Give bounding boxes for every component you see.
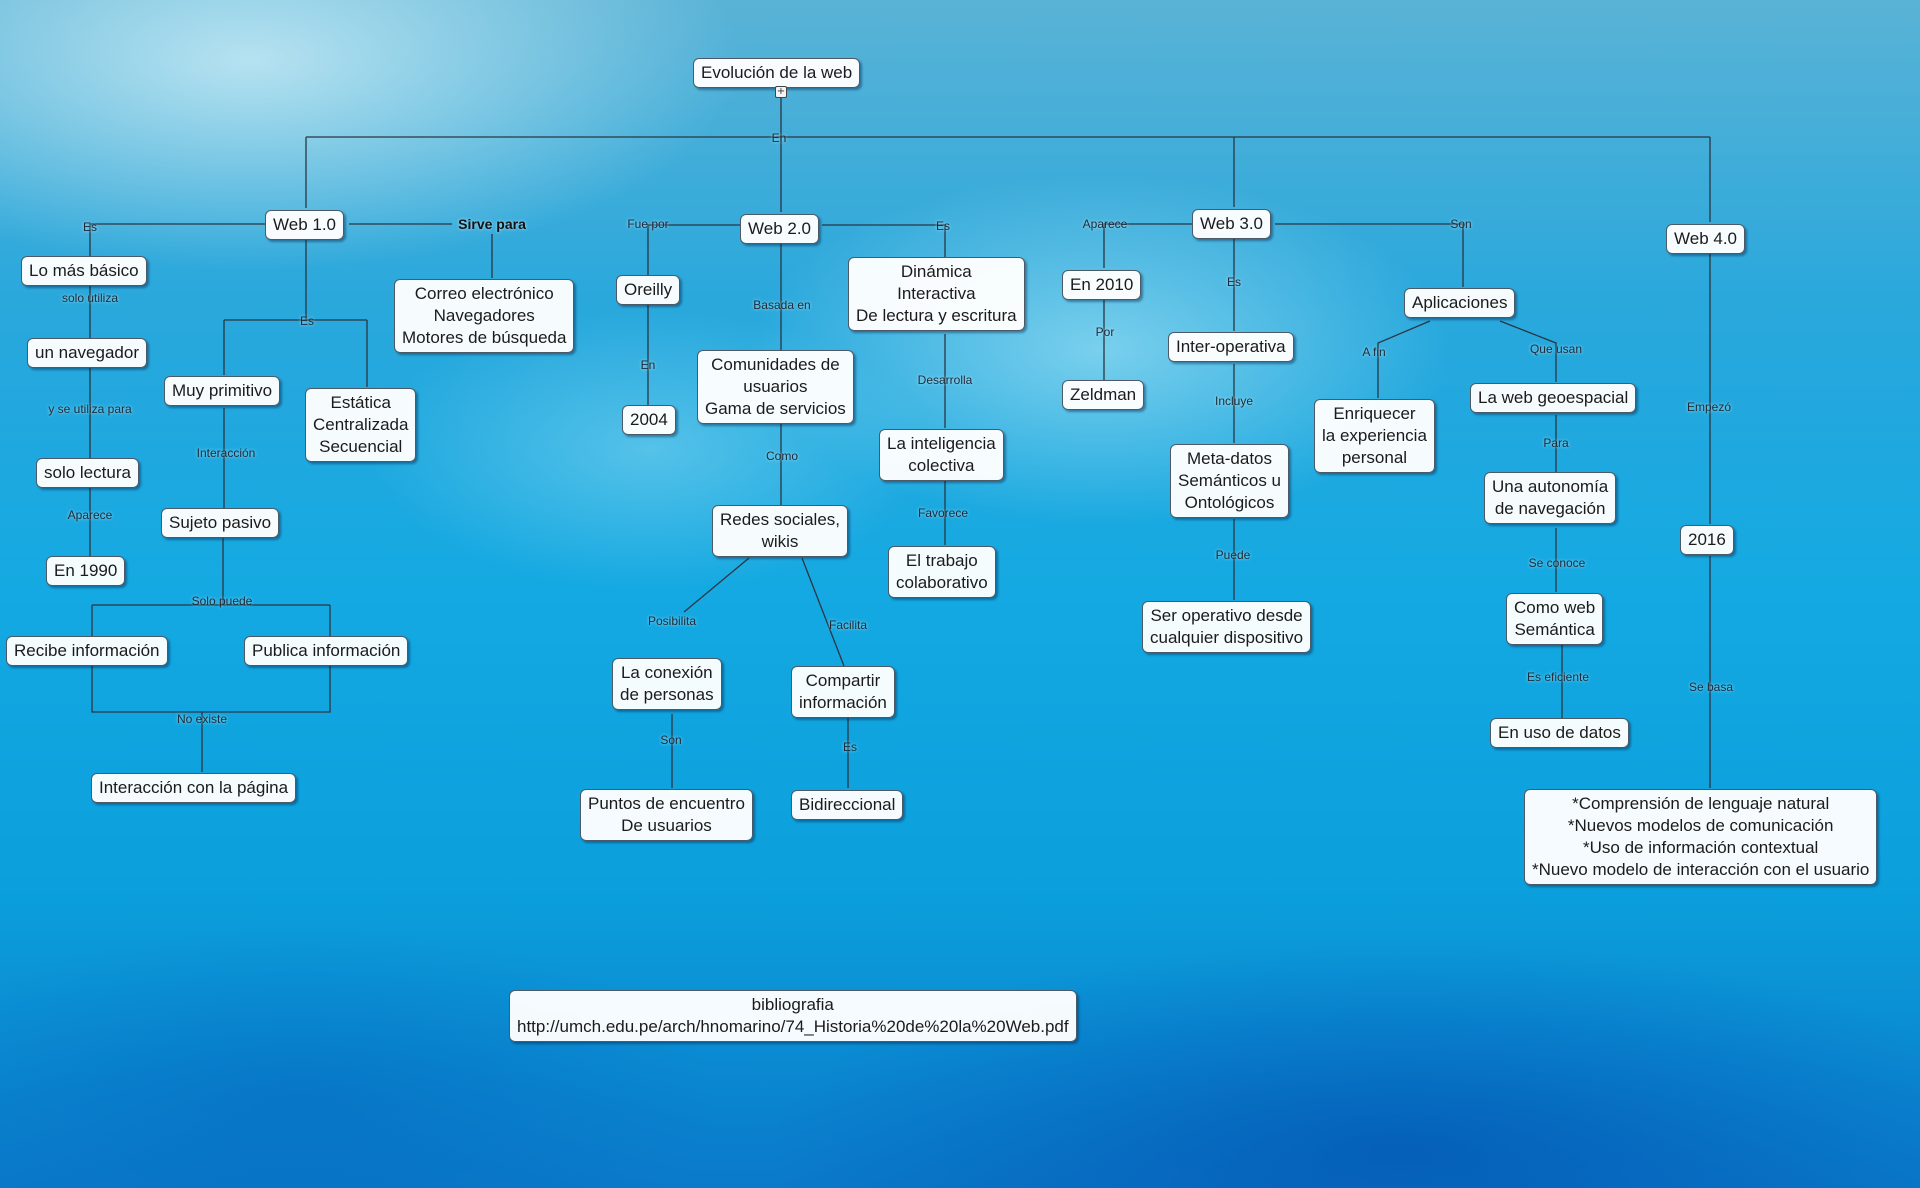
link-label: Solo puede [192, 594, 253, 608]
link-label: A fin [1362, 345, 1385, 359]
expand-icon[interactable]: + [775, 86, 787, 98]
link-label: Se basa [1689, 680, 1733, 694]
node-compartir[interactable]: Compartir información [791, 666, 895, 718]
node-uso-datos[interactable]: En uso de datos [1490, 718, 1629, 748]
node-inteligencia[interactable]: La inteligencia colectiva [879, 429, 1004, 481]
edge [684, 558, 749, 612]
edge [1275, 224, 1463, 287]
link-label: solo utiliza [62, 291, 118, 305]
node-conexion[interactable]: La conexión de personas [612, 658, 722, 710]
link-label: Basada en [753, 298, 810, 312]
link-label: Desarrolla [918, 373, 973, 387]
link-label: Por [1096, 325, 1115, 339]
edge [802, 558, 844, 666]
node-interoperativa[interactable]: Inter-operativa [1168, 332, 1294, 362]
link-label: Sirve para [458, 217, 526, 231]
link-label: Posibilita [648, 614, 696, 628]
node-interaccion-pagina[interactable]: Interacción con la página [91, 773, 296, 803]
node-muy-primitivo[interactable]: Muy primitivo [164, 376, 280, 406]
node-comprension[interactable]: *Comprensión de lenguaje natural *Nuevos… [1524, 789, 1877, 885]
node-comunidades[interactable]: Comunidades de usuarios Gama de servicio… [697, 350, 854, 424]
edge [92, 666, 330, 712]
edge [1378, 321, 1430, 398]
link-label: Para [1543, 436, 1568, 450]
link-label: Es [83, 220, 97, 234]
node-trabajo[interactable]: El trabajo colaborativo [888, 546, 996, 598]
node-web-4-0[interactable]: Web 4.0 [1666, 224, 1745, 254]
node-aplicaciones[interactable]: Aplicaciones [1404, 288, 1515, 318]
node-sujeto-pasivo[interactable]: Sujeto pasivo [161, 508, 279, 538]
node-correo[interactable]: Correo electrónico Navegadores Motores d… [394, 279, 574, 353]
node-web-2-0[interactable]: Web 2.0 [740, 214, 819, 244]
edge [90, 224, 265, 256]
node-web-1-0[interactable]: Web 1.0 [265, 210, 344, 240]
link-label: Fue por [627, 217, 668, 231]
link-label: Se conoce [1529, 556, 1586, 570]
link-label: Es [300, 314, 314, 328]
node-enriquecer[interactable]: Enriquecer la experiencia personal [1314, 399, 1435, 473]
link-label: Interacción [197, 446, 256, 460]
node-un-navegador[interactable]: un navegador [27, 338, 147, 368]
edge [822, 225, 945, 260]
node-autonomia[interactable]: Una autonomía de navegación [1484, 472, 1616, 524]
node-dinamica[interactable]: Dinámica Interactiva De lectura y escrit… [848, 257, 1025, 331]
node-bidireccional[interactable]: Bidireccional [791, 790, 903, 820]
node-lo-mas-basico[interactable]: Lo más básico [21, 256, 147, 286]
link-label: Es [843, 740, 857, 754]
link-label: En [772, 131, 787, 145]
link-label: Es [936, 219, 950, 233]
link-label: Que usan [1530, 342, 1582, 356]
node-metadatos[interactable]: Meta-datos Semánticos u Ontológicos [1170, 444, 1289, 518]
link-label: Facilita [829, 618, 867, 632]
node-geoespacial[interactable]: La web geoespacial [1470, 383, 1636, 413]
node-2016[interactable]: 2016 [1680, 525, 1734, 555]
node-en-2010[interactable]: En 2010 [1062, 270, 1141, 300]
node-recibe[interactable]: Recibe información [6, 636, 168, 666]
link-label: y se utiliza para [48, 402, 131, 416]
node-oreilly[interactable]: Oreilly [616, 275, 680, 305]
link-label: Es eficiente [1527, 670, 1589, 684]
node-estatica[interactable]: Estática Centralizada Secuencial [305, 388, 416, 462]
link-label: Puede [1216, 548, 1251, 562]
node-en-1990[interactable]: En 1990 [46, 556, 125, 586]
link-label: Favorece [918, 506, 968, 520]
link-label: Empezó [1687, 400, 1731, 414]
node-ser-operativo[interactable]: Ser operativo desde cualquier dispositiv… [1142, 601, 1311, 653]
link-label: En [641, 358, 656, 372]
edge [648, 225, 740, 275]
node-como-web[interactable]: Como web Semántica [1506, 593, 1603, 645]
node-web-3-0[interactable]: Web 3.0 [1192, 209, 1271, 239]
node-solo-lectura[interactable]: solo lectura [36, 458, 139, 488]
link-label: Incluye [1215, 394, 1253, 408]
link-label: No existe [177, 712, 227, 726]
link-label: Son [660, 733, 681, 747]
link-label: Como [766, 449, 798, 463]
bibliography-box[interactable]: bibliografia http://umch.edu.pe/arch/hno… [509, 990, 1077, 1042]
node-puntos[interactable]: Puntos de encuentro De usuarios [580, 789, 753, 841]
node-2004[interactable]: 2004 [622, 405, 676, 435]
node-zeldman[interactable]: Zeldman [1062, 380, 1144, 410]
node-redes[interactable]: Redes sociales, wikis [712, 505, 848, 557]
link-label: Son [1450, 217, 1471, 231]
link-label: Aparece [1083, 217, 1128, 231]
node-publica[interactable]: Publica información [244, 636, 408, 666]
link-label: Es [1227, 275, 1241, 289]
link-label: Aparece [68, 508, 113, 522]
node-root[interactable]: Evolución de la web [693, 58, 860, 88]
